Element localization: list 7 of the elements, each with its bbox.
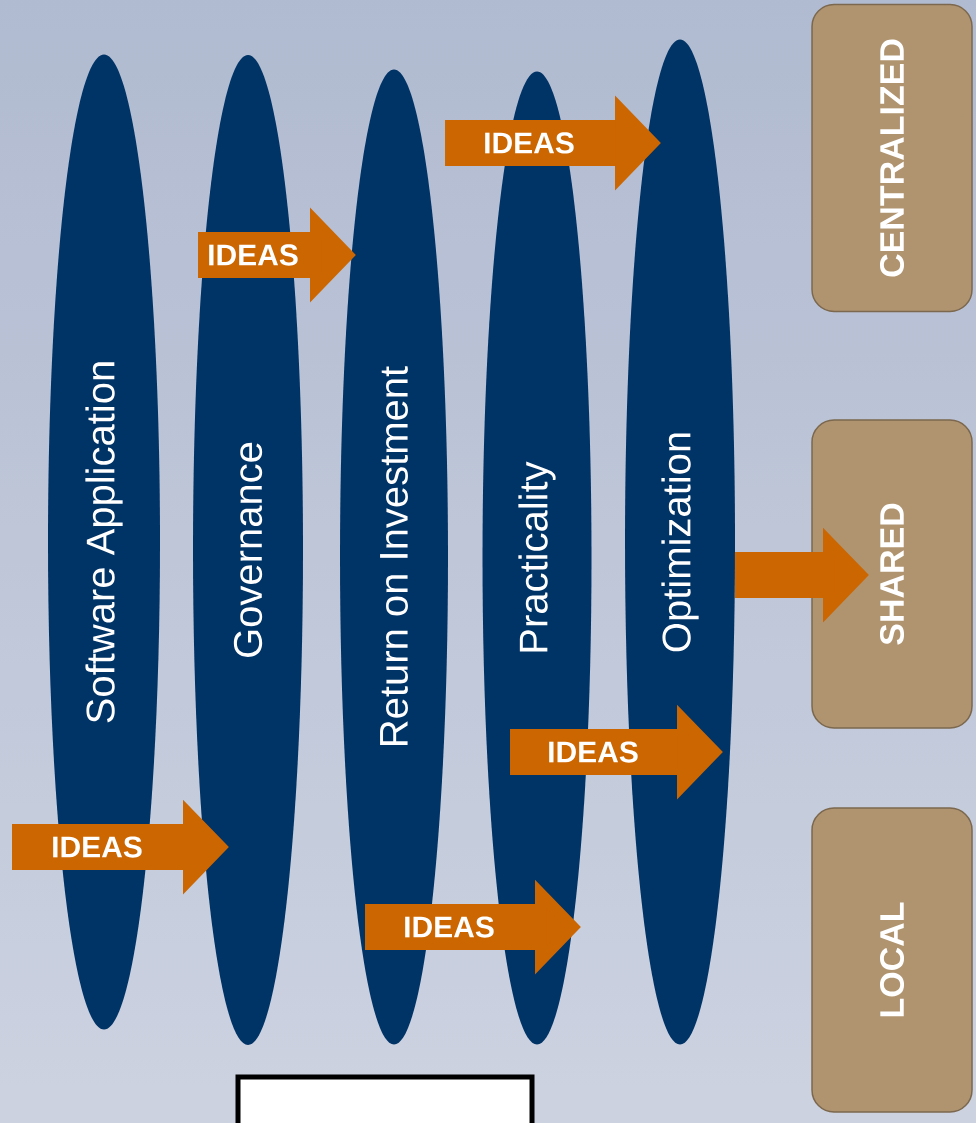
category-tile: CENTRALIZED	[811, 3, 973, 313]
arrow-label: IDEAS	[53, 836, 142, 858]
arrow-label: IDEAS	[209, 244, 298, 266]
arrow-label: IDEAS	[485, 132, 574, 154]
category-tile: SHARED	[811, 419, 973, 729]
empty-box	[235, 1074, 535, 1123]
category-tile: LOCAL	[811, 807, 973, 1113]
